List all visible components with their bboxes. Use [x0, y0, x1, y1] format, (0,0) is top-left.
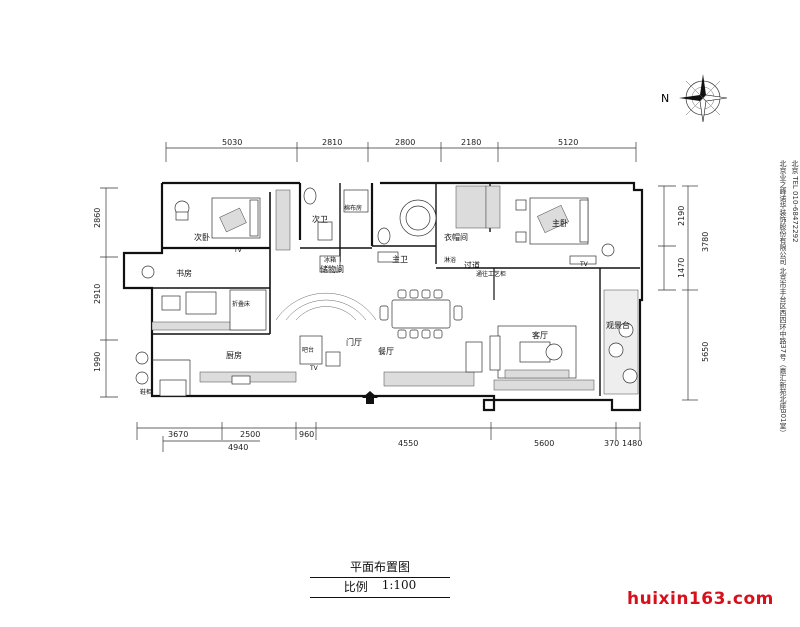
scale-value: 1:100	[381, 578, 417, 592]
room-label-dining: 餐厅	[378, 347, 394, 356]
dim-right-inner-2: 1470	[677, 258, 686, 278]
room-label-living-room: 客厅	[532, 330, 548, 340]
label-bar: 吧台	[302, 346, 314, 354]
left-dimension-line	[100, 187, 118, 398]
room-label-master-bath: 主卫	[392, 254, 408, 264]
title-underline	[310, 577, 450, 578]
label-tv-master: TV	[579, 261, 589, 268]
bottom-dimension-lines	[136, 422, 641, 452]
dim-bottom-3: 960	[299, 430, 314, 439]
entrance-arrow-icon	[362, 391, 378, 404]
dim-top-4: 2180	[461, 138, 481, 147]
dim-bottom-5: 5600	[534, 439, 554, 448]
room-label-secondary-bath: 次卫	[312, 214, 328, 224]
dim-top-2: 2810	[322, 138, 342, 147]
company-tel-text: 北京 TEL 010-68472292	[791, 160, 799, 243]
dim-bottom-2: 2500	[240, 430, 260, 439]
scale-underline	[310, 597, 450, 598]
secondary-bedroom-chair	[174, 200, 190, 221]
label-tv-secondary: TV	[233, 247, 243, 254]
drawing-title-block: 平面布置图 比例 1:100	[300, 558, 460, 598]
secondary-bedroom-bed	[211, 197, 261, 239]
foyer-floor-pattern	[275, 292, 377, 367]
room-label-study: 书房	[176, 268, 192, 278]
dim-right-outer-2: 5650	[701, 342, 710, 362]
room-label-storage: 储物间	[320, 264, 344, 274]
dim-right-outer-1: 3780	[701, 232, 710, 252]
dim-bottom-4: 4550	[398, 439, 418, 448]
dining-table	[379, 289, 463, 339]
study-desk	[141, 265, 267, 331]
dim-bottom-7: 1480	[622, 439, 642, 448]
room-label-view-balcony: 观景台	[606, 320, 630, 330]
bathroom-fixtures	[303, 187, 437, 273]
scale-label: 比例	[343, 580, 368, 594]
room-label-laundry: 棉布房	[344, 204, 362, 212]
label-shower: 淋浴	[444, 256, 456, 264]
room-label-kitchen: 厨房	[226, 350, 242, 360]
dim-left-3: 1990	[93, 352, 102, 372]
dim-left-1: 2860	[93, 208, 102, 228]
dim-top-1: 5030	[222, 138, 242, 147]
built-in-cabinets	[151, 185, 639, 395]
label-fridge: 冰箱	[324, 256, 336, 264]
company-info-text: 北京业之峰诺华装饰股份有限公司 北京市丰台区西四环中路37号（嘉汇新苑北座301…	[779, 160, 787, 437]
label-fixtures-note: 通往工艺柜	[476, 270, 506, 278]
dim-bottom-1: 3670	[168, 430, 188, 439]
dim-bottom-row2-1: 4940	[228, 443, 248, 452]
drawing-title: 平面布置图	[349, 560, 410, 574]
compass-north-label: N	[661, 92, 669, 105]
balcony-chairs	[608, 322, 638, 384]
compass-rose-icon	[679, 74, 728, 123]
dim-right-inner-1: 2190	[677, 206, 686, 226]
master-bedroom-bed	[515, 197, 589, 245]
room-label-closet: 衣帽间	[444, 232, 468, 242]
room-label-foyer: 门厅	[346, 337, 362, 347]
label-tv-foyer: TV	[309, 365, 319, 372]
room-label-corridor: 过道	[464, 260, 480, 270]
site-watermark: huixin163.com	[627, 589, 774, 609]
kitchen-appliances	[135, 351, 251, 397]
right-dimension-lines	[658, 185, 698, 401]
dim-bottom-6: 370	[604, 439, 619, 448]
label-shoe: 鞋柜	[140, 388, 152, 396]
dim-left-2: 2910	[93, 284, 102, 304]
room-label-master-bedroom: 主卧	[552, 218, 568, 228]
dim-top-3: 2800	[395, 138, 415, 147]
master-bedroom-chair	[569, 243, 615, 265]
top-dimension-line	[165, 142, 637, 162]
room-label-secondary-bedroom: 次卧	[194, 232, 210, 242]
dim-top-5: 5120	[558, 138, 578, 147]
room-label-folding-bed: 折叠床	[232, 300, 250, 308]
drawing-scale: 比例 1:100	[300, 578, 460, 595]
living-room-sofa	[465, 325, 577, 379]
